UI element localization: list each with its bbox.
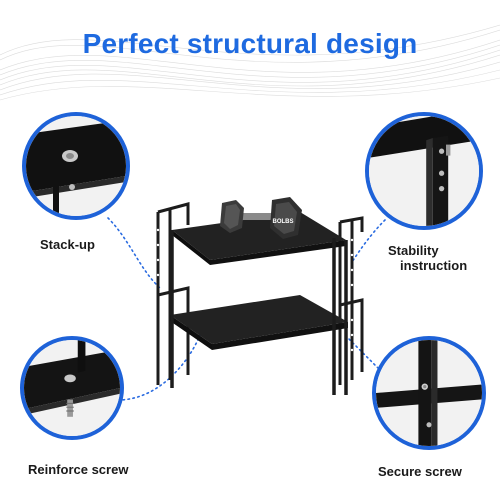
label-stack-up: Stack-up <box>40 237 95 252</box>
detail-circle-reinforce <box>20 336 124 440</box>
label-stability-line2: instruction <box>400 258 468 273</box>
wave-background <box>0 24 500 101</box>
dumbbell-brand-text: BOLBS <box>273 219 294 225</box>
dumbbell <box>220 197 302 239</box>
label-reinforce-screw: Reinforce screw <box>28 462 129 477</box>
connector-reinforce <box>117 334 201 401</box>
stability-detail-image <box>369 116 479 226</box>
label-secure-screw: Secure screw <box>378 464 462 479</box>
stack-up-detail-image <box>26 116 126 216</box>
page-title: Perfect structural design <box>82 28 418 59</box>
lower-shelf <box>170 295 348 344</box>
connector-stack-up <box>107 217 161 289</box>
connector-stability <box>351 219 386 263</box>
secure-screw-detail-image <box>376 340 482 446</box>
detail-circle-stack-up <box>22 112 130 220</box>
label-stability-line1: Stability <box>388 243 439 258</box>
detail-circle-secure <box>372 336 486 450</box>
detail-circle-stability <box>365 112 483 230</box>
upper-shelf <box>172 212 346 260</box>
reinforce-screw-detail-image <box>24 340 120 436</box>
